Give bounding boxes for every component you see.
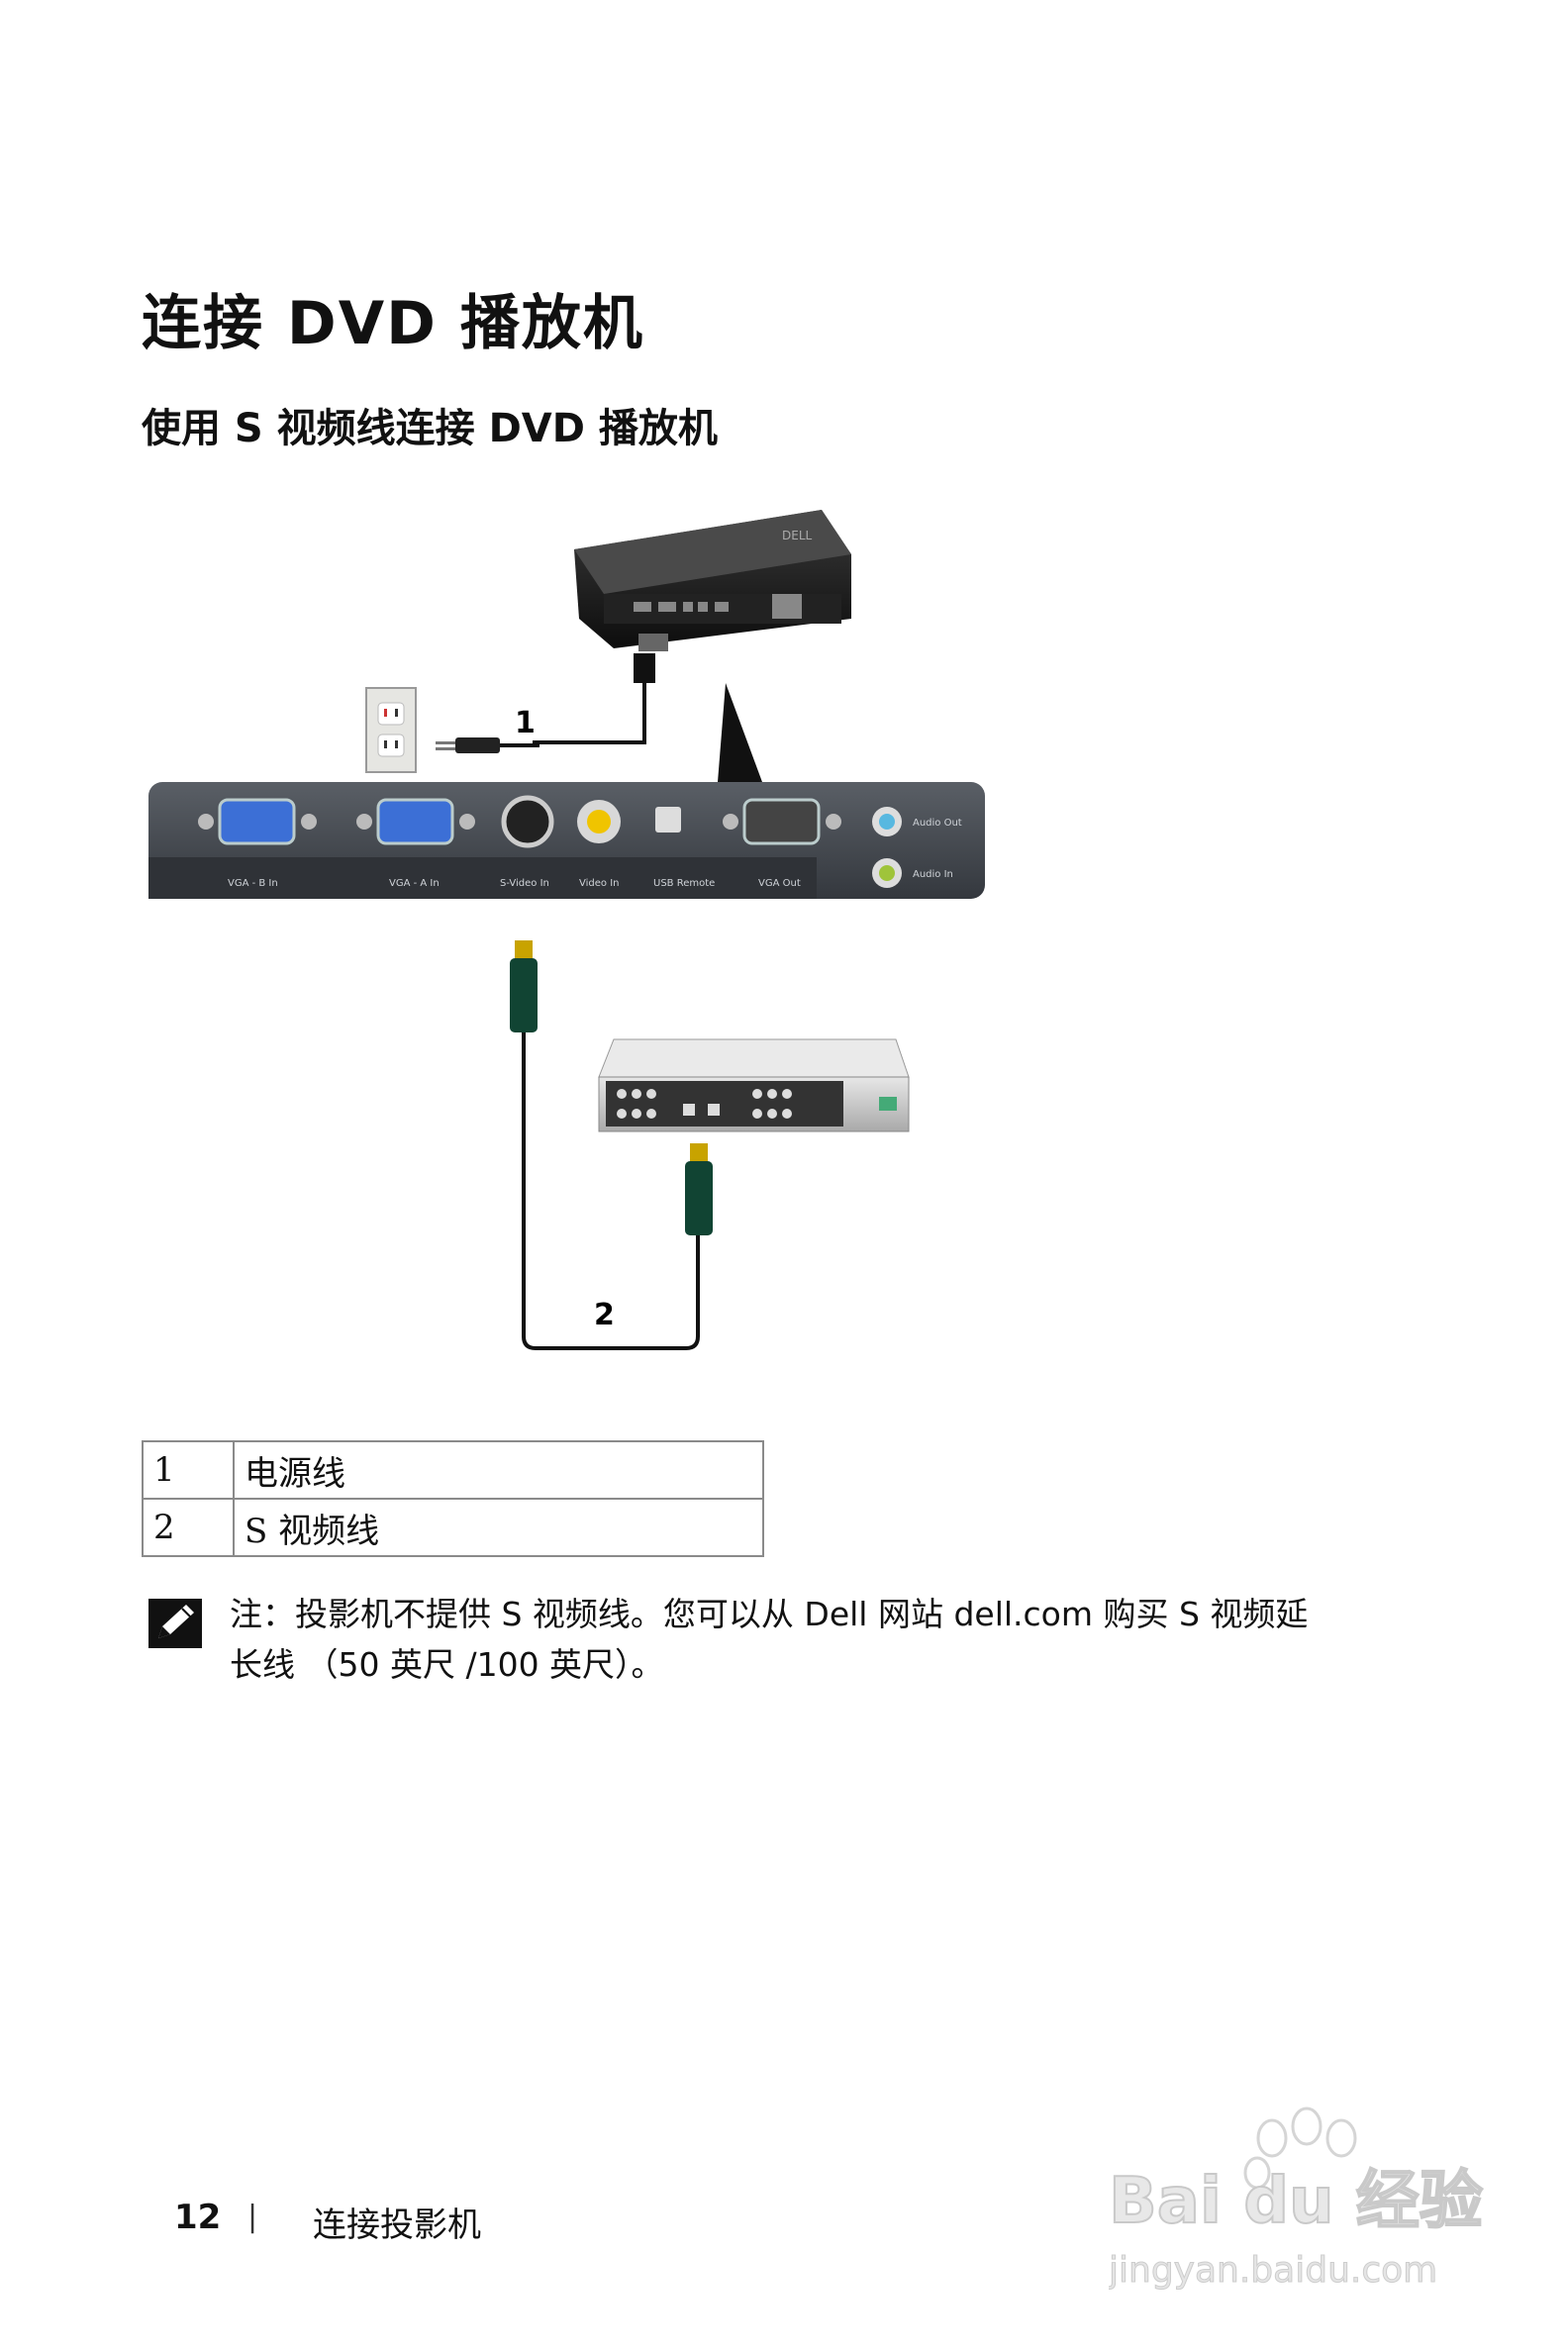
zoom-wedge [718,683,762,782]
callout-2: 2 [594,1298,615,1332]
note-line-1: 注：投影机不提供 S 视频线。您可以从 Dell 网站 dell.com 购买 … [230,1595,1309,1633]
page-title: 连接 DVD 播放机 [142,289,644,358]
baidu-jingyan-watermark: Bai du 经验 jingyan.baidu.com [1109,2107,1484,2292]
legend-text: S 视频线 [233,1498,764,1557]
port-label: Audio In [913,869,953,880]
table-row: 2 S 视频线 [142,1498,764,1557]
table-row: 1 电源线 [142,1440,764,1500]
port-label: USB Remote [653,878,715,889]
footer-section-title: 连接投影机 [313,2205,481,2245]
footer-separator: | [247,2200,258,2234]
connection-diagram: DELL 1 VGA - B [148,510,985,1350]
s-video-cable [510,940,713,1350]
watermark-logo: Bai du 经验 [1109,2165,1483,2238]
page-number: 12 [174,2198,222,2237]
port-label: VGA - B In [228,878,278,889]
wall-outlet-image [365,687,417,773]
legend-number: 1 [142,1440,235,1500]
port-label: Video In [579,878,619,889]
connector-panel: VGA - B In VGA - A In S-Video In Video I… [148,782,985,899]
watermark-url: jingyan.baidu.com [1109,2250,1437,2291]
dvd-player-image [598,1038,910,1132]
projector-image: DELL [574,510,851,651]
section-heading: 使用 S 视频线连接 DVD 播放机 [142,406,718,451]
legend-table: 1 电源线 2 S 视频线 [142,1440,764,1557]
port-label: S-Video In [500,878,549,889]
callout-1: 1 [515,706,536,740]
port-label: Audio Out [913,818,962,829]
projector-brand: DELL [782,529,813,542]
note-pencil-icon [148,1599,202,1648]
legend-number: 2 [142,1498,235,1557]
power-cable [436,653,655,753]
port-label: VGA Out [758,878,801,889]
port-label: VGA - A In [389,878,440,889]
legend-text: 电源线 [233,1440,764,1500]
note-line-2: 长线 （50 英尺 /100 英尺）。 [230,1645,664,1684]
